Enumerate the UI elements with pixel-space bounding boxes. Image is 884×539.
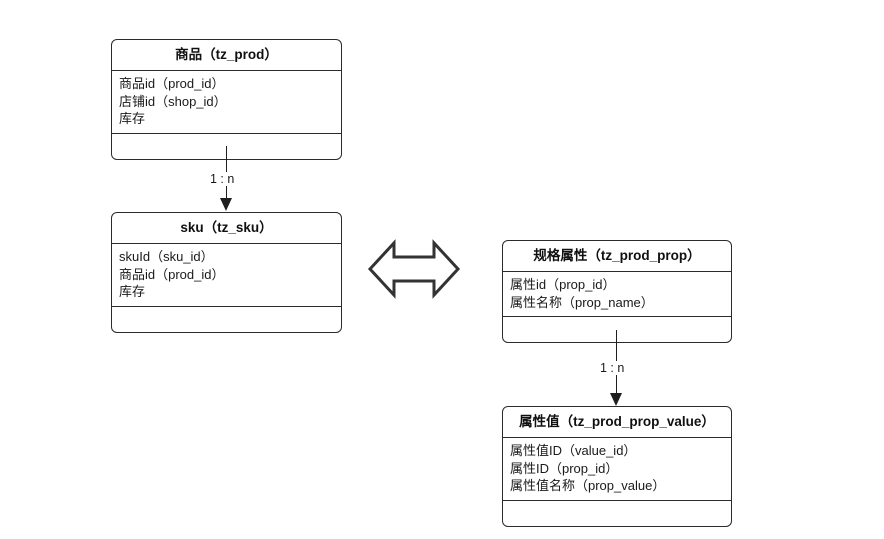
field-row: 库存: [119, 111, 146, 126]
entity-footer-tz-prod: [112, 134, 341, 159]
field-row: 店铺id（shop_id）: [119, 93, 227, 109]
entity-title-tz-prod-prop-value: 属性值（tz_prod_prop_value）: [503, 407, 731, 438]
cardinality-label: 1 : n: [207, 172, 238, 186]
field-row: 库存: [119, 284, 146, 299]
connector-arrowhead: [220, 198, 232, 211]
bidirectional-arrow-icon: [366, 236, 462, 302]
entity-footer-tz-prod-prop-value: [503, 501, 731, 526]
field-row: 商品id（prod_id）: [119, 266, 225, 282]
entity-footer-tz-prod-prop: [503, 317, 731, 342]
entity-title-tz-sku: sku（tz_sku）: [112, 213, 341, 244]
cardinality-label: 1 : n: [597, 361, 628, 375]
entity-footer-tz-sku: [112, 307, 341, 332]
entity-fields-tz-prod-prop: 属性id（prop_id） 属性名称（prop_name）: [503, 272, 731, 317]
field-row: 属性名称（prop_name）: [510, 294, 654, 310]
entity-fields-tz-prod: 商品id（prod_id） 店铺id（shop_id） 库存: [112, 71, 341, 134]
entity-fields-tz-prod-prop-value: 属性值ID（value_id） 属性ID（prop_id） 属性值名称（prop…: [503, 438, 731, 501]
entity-tz-prod[interactable]: 商品（tz_prod） 商品id（prod_id） 店铺id（shop_id） …: [111, 39, 342, 160]
field-row: 属性值名称（prop_value）: [510, 478, 666, 493]
connector-arrowhead: [610, 393, 622, 406]
entity-tz-sku[interactable]: sku（tz_sku） skuId（sku_id） 商品id（prod_id） …: [111, 212, 342, 333]
field-row: skuId（sku_id）: [119, 249, 214, 264]
entity-tz-prod-prop-value[interactable]: 属性值（tz_prod_prop_value） 属性值ID（value_id） …: [502, 406, 732, 527]
field-row: 属性ID（prop_id）: [510, 460, 619, 476]
entity-fields-tz-sku: skuId（sku_id） 商品id（prod_id） 库存: [112, 244, 341, 307]
field-row: 属性值ID（value_id）: [510, 443, 637, 458]
field-row: 属性id（prop_id）: [510, 277, 616, 292]
entity-title-tz-prod: 商品（tz_prod）: [112, 40, 341, 71]
entity-title-tz-prod-prop: 规格属性（tz_prod_prop）: [503, 241, 731, 272]
field-row: 商品id（prod_id）: [119, 76, 225, 91]
entity-tz-prod-prop[interactable]: 规格属性（tz_prod_prop） 属性id（prop_id） 属性名称（pr…: [502, 240, 732, 343]
